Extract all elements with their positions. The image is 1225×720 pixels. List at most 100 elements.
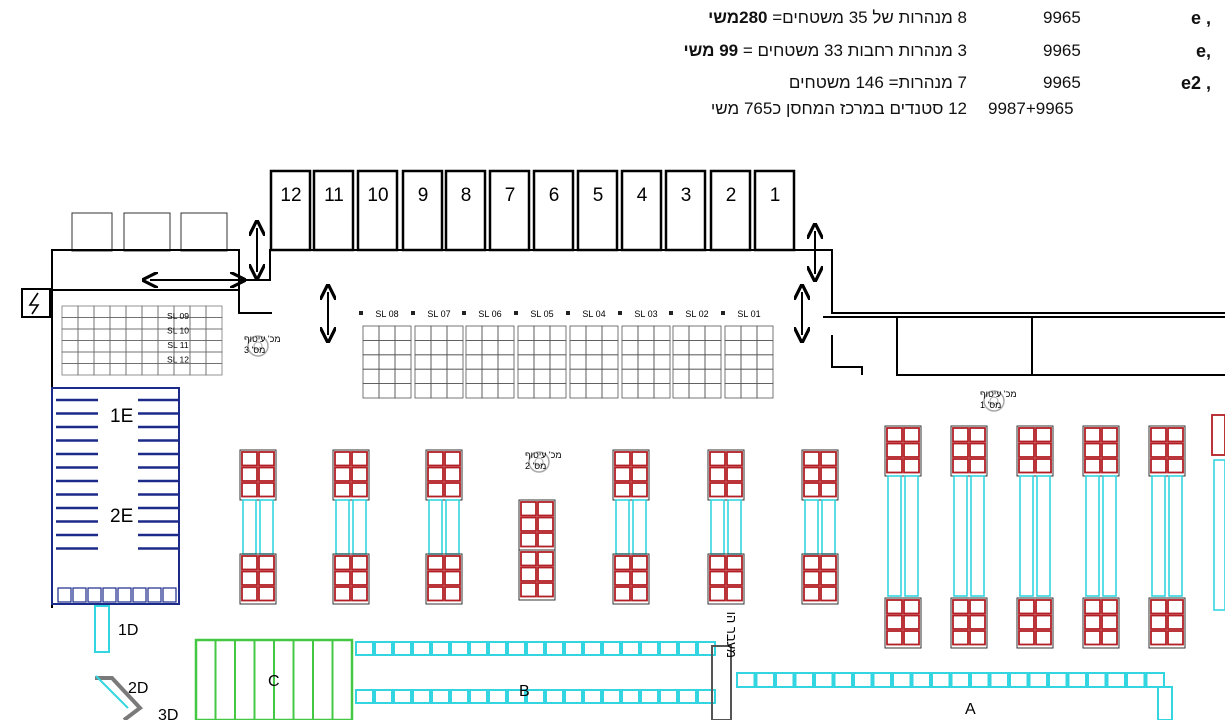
bottom-zones: מעבר הו bbox=[94, 605, 1173, 720]
zone-a-end-bay bbox=[1157, 686, 1173, 720]
lane-cell bbox=[497, 354, 515, 370]
lane-cell bbox=[653, 368, 671, 384]
pallet-position bbox=[903, 427, 920, 443]
rack-block bbox=[801, 449, 839, 501]
pallet-position bbox=[709, 482, 726, 498]
lane-cell bbox=[362, 383, 380, 399]
zone-d-ramp-edge bbox=[95, 675, 129, 709]
lane-label: SL 12 bbox=[167, 355, 189, 365]
pallet-position bbox=[241, 482, 258, 498]
lane-cell bbox=[141, 317, 159, 330]
lane-cell bbox=[533, 325, 551, 341]
pallet-position bbox=[903, 630, 920, 646]
lane-cell bbox=[77, 351, 95, 364]
pallet-position bbox=[334, 451, 351, 467]
lane-cell bbox=[569, 339, 587, 356]
lane-cell bbox=[430, 383, 448, 399]
rack-block bbox=[612, 449, 650, 501]
lane-cell bbox=[141, 328, 159, 341]
lane-label: SL 05 bbox=[530, 309, 553, 319]
zone-label-2d: 2D bbox=[128, 680, 148, 697]
lane-cell bbox=[189, 328, 207, 341]
lane-cell bbox=[724, 354, 742, 370]
lane-cell bbox=[740, 354, 758, 370]
lane-cell bbox=[621, 383, 639, 399]
rack-block bbox=[1016, 597, 1054, 649]
pallet-position bbox=[351, 555, 368, 571]
legend-zone: e , bbox=[1190, 8, 1211, 28]
legend-table: e , 9965 8 מנהרות של 35 משטחים= 280משי e… bbox=[0, 0, 1225, 130]
legend-row: e2 , 9965 7 מנהרות= 146 משטחים bbox=[0, 70, 1225, 96]
pallet-position bbox=[258, 570, 275, 586]
zone-a-bay bbox=[1028, 672, 1048, 688]
lane-cell bbox=[481, 325, 499, 341]
lane-cell bbox=[672, 339, 690, 356]
legend-code: 9987+9965 bbox=[988, 99, 1074, 118]
zone-b-bay bbox=[374, 689, 393, 704]
lane-cell bbox=[378, 383, 396, 399]
pallet-position bbox=[351, 482, 368, 498]
pallet-position bbox=[952, 427, 969, 443]
zone-a-bay bbox=[1009, 672, 1029, 688]
pallet-position bbox=[820, 466, 837, 482]
lane-cell bbox=[109, 340, 127, 353]
lane-cell bbox=[77, 317, 95, 330]
staging-lane: SL 03 bbox=[618, 309, 671, 399]
lane-cell bbox=[621, 354, 639, 370]
legend-desc: 3 מנהרות רחבות 33 משטחים = 99 משי bbox=[683, 41, 967, 60]
pallet-position bbox=[1167, 442, 1184, 458]
pallet-position bbox=[1167, 630, 1184, 646]
lane-cell bbox=[569, 354, 587, 370]
zone-b-bay bbox=[678, 641, 697, 656]
dock-number: 7 bbox=[505, 185, 516, 206]
pallet-position bbox=[1018, 614, 1035, 630]
zone-b-bay bbox=[507, 641, 526, 656]
zone-a-bay bbox=[755, 672, 775, 688]
pallet-position bbox=[334, 482, 351, 498]
station-number: מס' 1 bbox=[980, 400, 1001, 410]
lane-cell bbox=[205, 340, 223, 353]
rack-block bbox=[425, 553, 463, 605]
zone-b-bay bbox=[469, 641, 488, 656]
zone-label-1e: 1E bbox=[110, 406, 133, 427]
pallet-position bbox=[537, 501, 554, 517]
lane-cell bbox=[189, 351, 207, 364]
lane-cell bbox=[93, 351, 111, 364]
lane-cell bbox=[77, 340, 95, 353]
pallet-position bbox=[952, 614, 969, 630]
lane-cell bbox=[481, 368, 499, 384]
pallet-position bbox=[1167, 427, 1184, 443]
lane-cell bbox=[394, 339, 412, 356]
pallet-position bbox=[803, 586, 820, 602]
pallet-position bbox=[886, 614, 903, 630]
pallet-position bbox=[444, 570, 461, 586]
lane-cell bbox=[637, 325, 655, 341]
lane-cell bbox=[446, 339, 464, 356]
lane-marker bbox=[359, 311, 363, 315]
lane-cell bbox=[621, 368, 639, 384]
lane-marker bbox=[411, 311, 415, 315]
legend-zone: e, bbox=[1195, 41, 1211, 61]
rack-column bbox=[332, 449, 370, 605]
pallet-position bbox=[903, 458, 920, 474]
lane-label: SL 11 bbox=[167, 340, 189, 350]
lane-cell bbox=[109, 317, 127, 330]
pallet-position bbox=[726, 570, 743, 586]
lane-cell bbox=[362, 354, 380, 370]
lane-cell bbox=[517, 325, 535, 341]
lane-cell bbox=[481, 383, 499, 399]
pallet-position bbox=[820, 482, 837, 498]
dock-door: 12 bbox=[269, 169, 312, 252]
pallet-position bbox=[903, 599, 920, 615]
rack-strip bbox=[727, 499, 742, 555]
lane-cell bbox=[740, 325, 758, 341]
center-racks bbox=[239, 414, 1225, 649]
roof-boxes bbox=[71, 212, 228, 252]
lane-cell bbox=[430, 325, 448, 341]
lane-cell bbox=[704, 325, 722, 341]
zone-a-bay bbox=[1048, 672, 1068, 688]
dock-door: 10 bbox=[356, 169, 399, 252]
